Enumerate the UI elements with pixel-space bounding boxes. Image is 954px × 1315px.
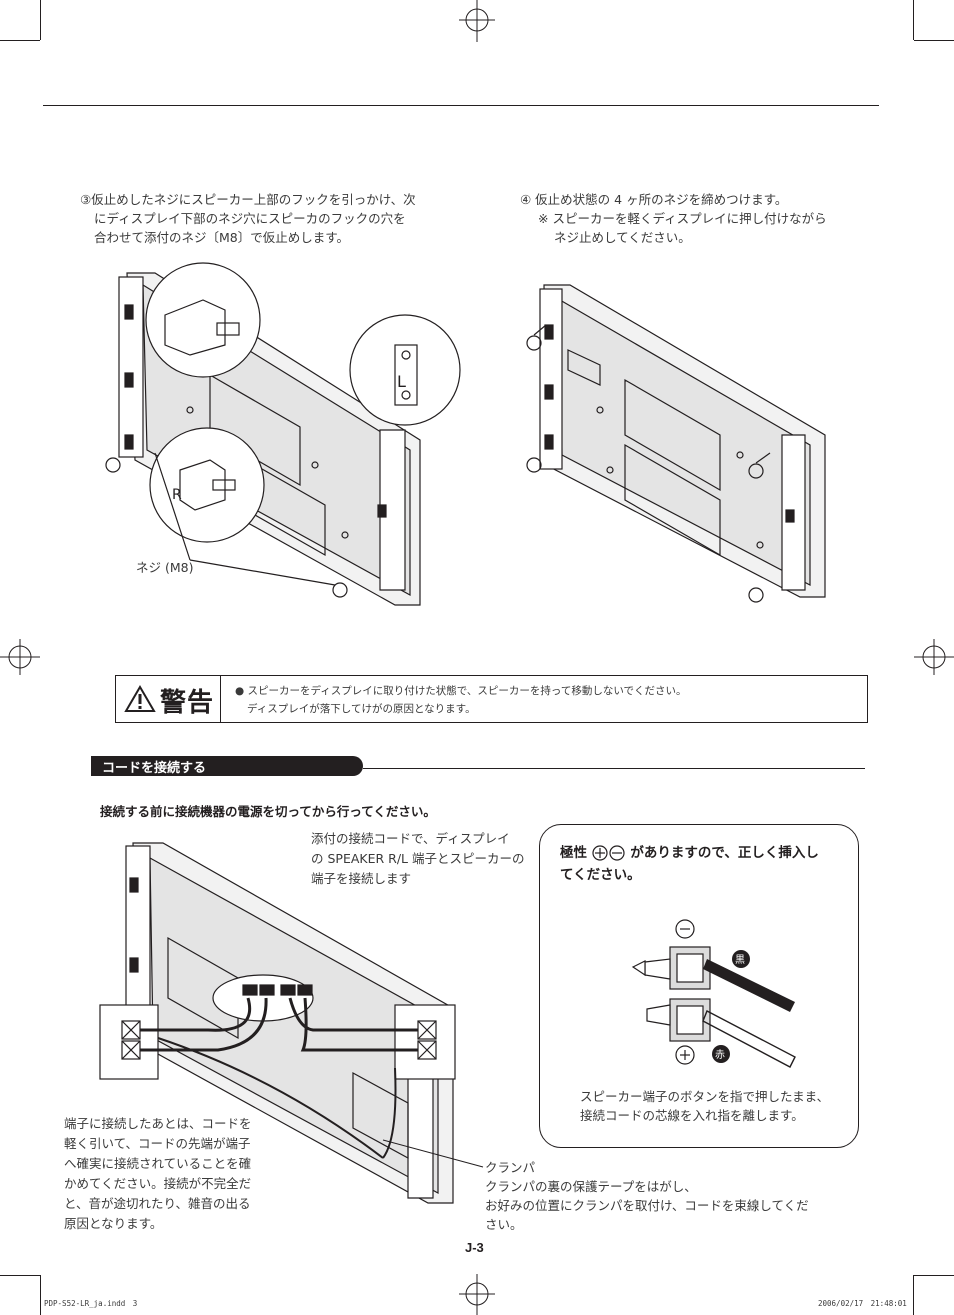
polarity-title-pre: 極性 (560, 845, 587, 861)
polarity-callout: 極性 がありますので、正しく挿入し てください。 黒 赤 (539, 824, 859, 1148)
left-note-line: かめてください。接続が不完全だ (64, 1176, 252, 1191)
polarity-caption: スピーカー端子のボタンを指で押したまま、 接続コードの芯線を入れ指を離します。 (580, 1087, 829, 1125)
polarity-caption-line: スピーカー端子のボタンを指で押したまま、 (580, 1089, 830, 1104)
mark-l: L (397, 372, 406, 391)
clamp-leader-line (382, 1139, 484, 1168)
registration-mark-left (0, 639, 40, 675)
connect-desc-line: 添付の接続コードで、ディスプレイ (311, 831, 510, 846)
section-title: コードを接続する (102, 761, 207, 776)
step3-line: ③仮止めしたネジにスピーカー上部のフックを引っかけ、次 (80, 192, 416, 207)
section-lead: 接続する前に接続機器の電源を切ってから行ってください。 (100, 804, 436, 819)
left-note-line: 軽く引いて、コードの先端が端子 (64, 1136, 251, 1151)
clamp-note-line: クランパ (485, 1160, 536, 1175)
footer-file: PDP-S52-LR_ja.indd 3 (44, 1299, 138, 1308)
connect-description: 添付の接続コードで、ディスプレイ の SPEAKER R/L 端子とスピーカーの… (311, 829, 536, 889)
warning-line: ディスプレイが落下してけがの原因となります。 (247, 703, 476, 715)
connect-desc-line: の SPEAKER R/L 端子とスピーカーの (311, 851, 525, 866)
clamp-note-line: クランパの裏の保護テープをはがし、 (485, 1179, 697, 1194)
left-note: 端子に接続したあとは、コードを 軽く引いて、コードの先端が端子 へ確実に接続され… (64, 1114, 252, 1234)
step4-line: ④ 仮止め状態の 4 ヶ所のネジを締めつけます。 (520, 192, 788, 207)
clamp-note-line: さい。 (485, 1217, 523, 1232)
step3-text: ③仮止めしたネジにスピーカー上部のフックを引っかけ、次 にディスプレイ下部のネジ… (80, 190, 460, 247)
warning-label-cell: 警告 (116, 676, 221, 722)
step4-note: ※ スピーカーを軽くディスプレイに押し付けながら (538, 211, 827, 226)
section-rule (363, 768, 865, 769)
step3-line: にディスプレイ下部のネジ穴にスピーカのフックの穴を (94, 211, 406, 226)
step4-illustration (526, 284, 826, 603)
warning-word: 警告 (160, 688, 215, 718)
clamp-note: クランパ クランパの裏の保護テープをはがし、 お好みの位置にクランパを取付け、コ… (485, 1158, 809, 1234)
polarity-caption-line: 接続コードの芯線を入れ指を離します。 (580, 1108, 804, 1123)
registration-mark-right (914, 639, 954, 675)
header-rule (43, 105, 879, 106)
screw-label: ネジ (M8) (136, 560, 194, 575)
connection-illustration (99, 842, 456, 1204)
clamp-note-line: お好みの位置にクランパを取付け、コードを束線してくだ (485, 1198, 809, 1213)
page-number: J-3 (465, 1240, 484, 1255)
connect-desc-line: 端子を接続します (311, 871, 412, 886)
step4-text: ④ 仮止め状態の 4 ヶ所のネジを締めつけます。 ※ スピーカーを軽くディスプレ… (520, 190, 880, 247)
plus-minus-icon (592, 845, 625, 861)
polarity-title-line2: てください。 (560, 867, 641, 883)
polarity-title: 極性 がありますので、正しく挿入し てください。 (560, 842, 850, 886)
left-note-line: 原因となります。 (64, 1216, 163, 1231)
section-title-pill: コードを接続する (91, 756, 363, 776)
step3-illustration: R L (105, 262, 461, 606)
polarity-title-post: がありますので、正しく挿入し (630, 845, 819, 861)
black-label: 黒 (735, 954, 745, 966)
registration-mark-top (459, 0, 495, 42)
red-label: 赤 (715, 1049, 725, 1061)
step3-line: 合わせて添付のネジ〔M8〕で仮止めします。 (94, 230, 349, 245)
left-note-line: へ確実に接続されていることを確 (64, 1156, 252, 1171)
registration-mark-bottom (459, 1274, 495, 1315)
mark-r: R (172, 487, 182, 503)
warning-line: ● スピーカーをディスプレイに取り付けた状態で、スピーカーを持って移動しないでく… (235, 685, 687, 697)
terminal-detail-illustration: 黒 赤 (631, 919, 796, 1068)
footer-timestamp: 2006/02/17 21:48:01 (818, 1299, 907, 1308)
left-note-line: と、音が途切れたり、雑音の出る (64, 1196, 251, 1211)
warning-text: ● スピーカーをディスプレイに取り付けた状態で、スピーカーを持って移動しないでく… (235, 682, 687, 718)
warning-box: 警告 ● スピーカーをディスプレイに取り付けた状態で、スピーカーを持って移動しな… (115, 675, 868, 723)
left-note-line: 端子に接続したあとは、コードを (64, 1116, 252, 1131)
warning-triangle-icon (124, 685, 156, 712)
step4-note: ネジ止めしてください。 (554, 230, 691, 245)
